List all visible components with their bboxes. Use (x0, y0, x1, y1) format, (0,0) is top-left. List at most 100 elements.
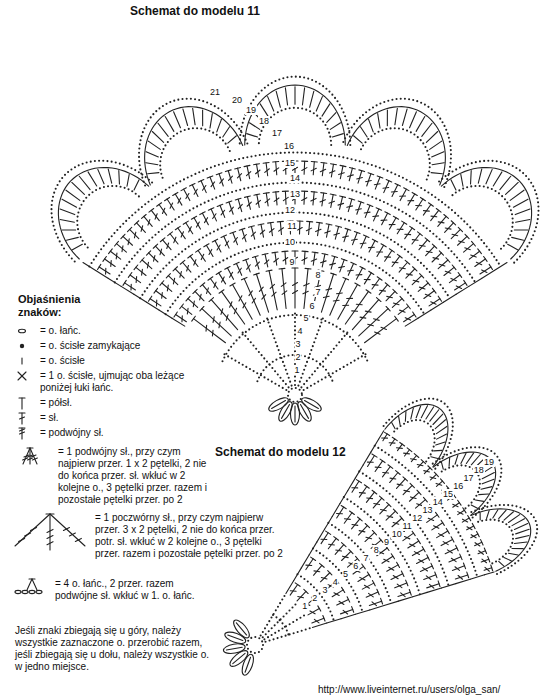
stitch-symbol (32, 579, 37, 590)
stitch (343, 556, 349, 557)
stitch (451, 229, 460, 238)
stitch (426, 576, 431, 580)
stitch (243, 235, 247, 239)
stitch (332, 134, 343, 137)
stitch (238, 168, 241, 181)
scallop-edge (471, 509, 531, 571)
stitch (311, 557, 316, 560)
stitch (269, 229, 274, 233)
stitch-symbol (21, 398, 22, 409)
stitch (316, 222, 322, 224)
stitch (188, 299, 198, 308)
stitch (408, 194, 415, 205)
stitch (367, 462, 373, 463)
stitch (134, 294, 147, 302)
stitch (251, 227, 254, 240)
stitch (323, 296, 329, 297)
stitch (387, 110, 388, 126)
chain-row (313, 549, 363, 613)
stitch (292, 250, 298, 251)
stitch (403, 485, 412, 494)
stitch (313, 565, 321, 575)
stitch (173, 267, 177, 271)
stitch (304, 161, 306, 174)
stitch (115, 241, 119, 246)
cross-stitch-symbol (18, 372, 26, 380)
stitch (331, 195, 333, 208)
stitch (302, 198, 307, 201)
stitch (369, 119, 374, 132)
stitch (196, 249, 201, 252)
stitch (404, 453, 410, 455)
stitch (387, 565, 398, 571)
stitch (353, 232, 358, 244)
stitch (276, 91, 280, 107)
stitch (485, 567, 489, 571)
stitch (360, 266, 365, 269)
cluster-symbol (32, 458, 37, 460)
row-number: 2 (294, 352, 301, 362)
stitch (331, 164, 333, 177)
stitch (458, 512, 463, 515)
stitch (423, 205, 431, 216)
stitch (127, 227, 131, 231)
stitch (187, 308, 189, 314)
stitch (260, 104, 268, 116)
stitch (392, 518, 402, 526)
stitch (493, 510, 498, 518)
stitch (499, 561, 504, 566)
stitch (389, 224, 395, 225)
stitch (431, 474, 437, 479)
stitch (365, 311, 371, 312)
picot-chain (343, 99, 451, 187)
stitch (201, 254, 203, 259)
row-number: 3 (322, 585, 329, 595)
stitch (290, 590, 296, 592)
stitch (257, 195, 259, 208)
stitch (418, 232, 423, 236)
chain-row (266, 316, 291, 386)
row-number: 8 (373, 545, 380, 555)
stitch (431, 302, 444, 310)
stitch (390, 478, 396, 480)
stitch (400, 189, 406, 200)
stitch (408, 541, 419, 548)
stitch (348, 263, 353, 275)
stitch (411, 456, 416, 462)
stitch (504, 558, 512, 561)
legend-text: = o. łańc. (40, 325, 190, 337)
stitch (441, 584, 455, 588)
stitch (230, 272, 233, 277)
stitch (207, 176, 213, 178)
stitch (456, 286, 461, 289)
stitch (313, 192, 314, 205)
stitch (493, 172, 502, 186)
stitch (148, 220, 150, 226)
stitch (421, 406, 427, 418)
cluster-symbol (19, 538, 25, 541)
stitch (321, 261, 327, 263)
stitch (367, 572, 370, 577)
stitch (418, 310, 431, 318)
stitch (326, 224, 329, 237)
stitch (408, 200, 414, 201)
stitch (328, 538, 336, 548)
stitch (156, 300, 157, 306)
stitch (417, 490, 421, 494)
stitch (320, 573, 329, 582)
cluster-symbol (47, 542, 53, 545)
stitch (364, 585, 369, 588)
chain-row (297, 574, 333, 621)
stitch (335, 545, 344, 555)
stitch (161, 292, 163, 298)
legend-text: = 1 podwójny sł., przy czym najpierw prz… (58, 446, 208, 506)
stitch (306, 565, 312, 566)
stitch (322, 193, 324, 206)
stitch (321, 274, 333, 312)
stitch (365, 524, 369, 528)
stitch (338, 203, 344, 205)
stitch (159, 205, 167, 216)
petal (295, 400, 314, 424)
stitch (386, 180, 391, 182)
row-number: 8 (314, 270, 321, 280)
